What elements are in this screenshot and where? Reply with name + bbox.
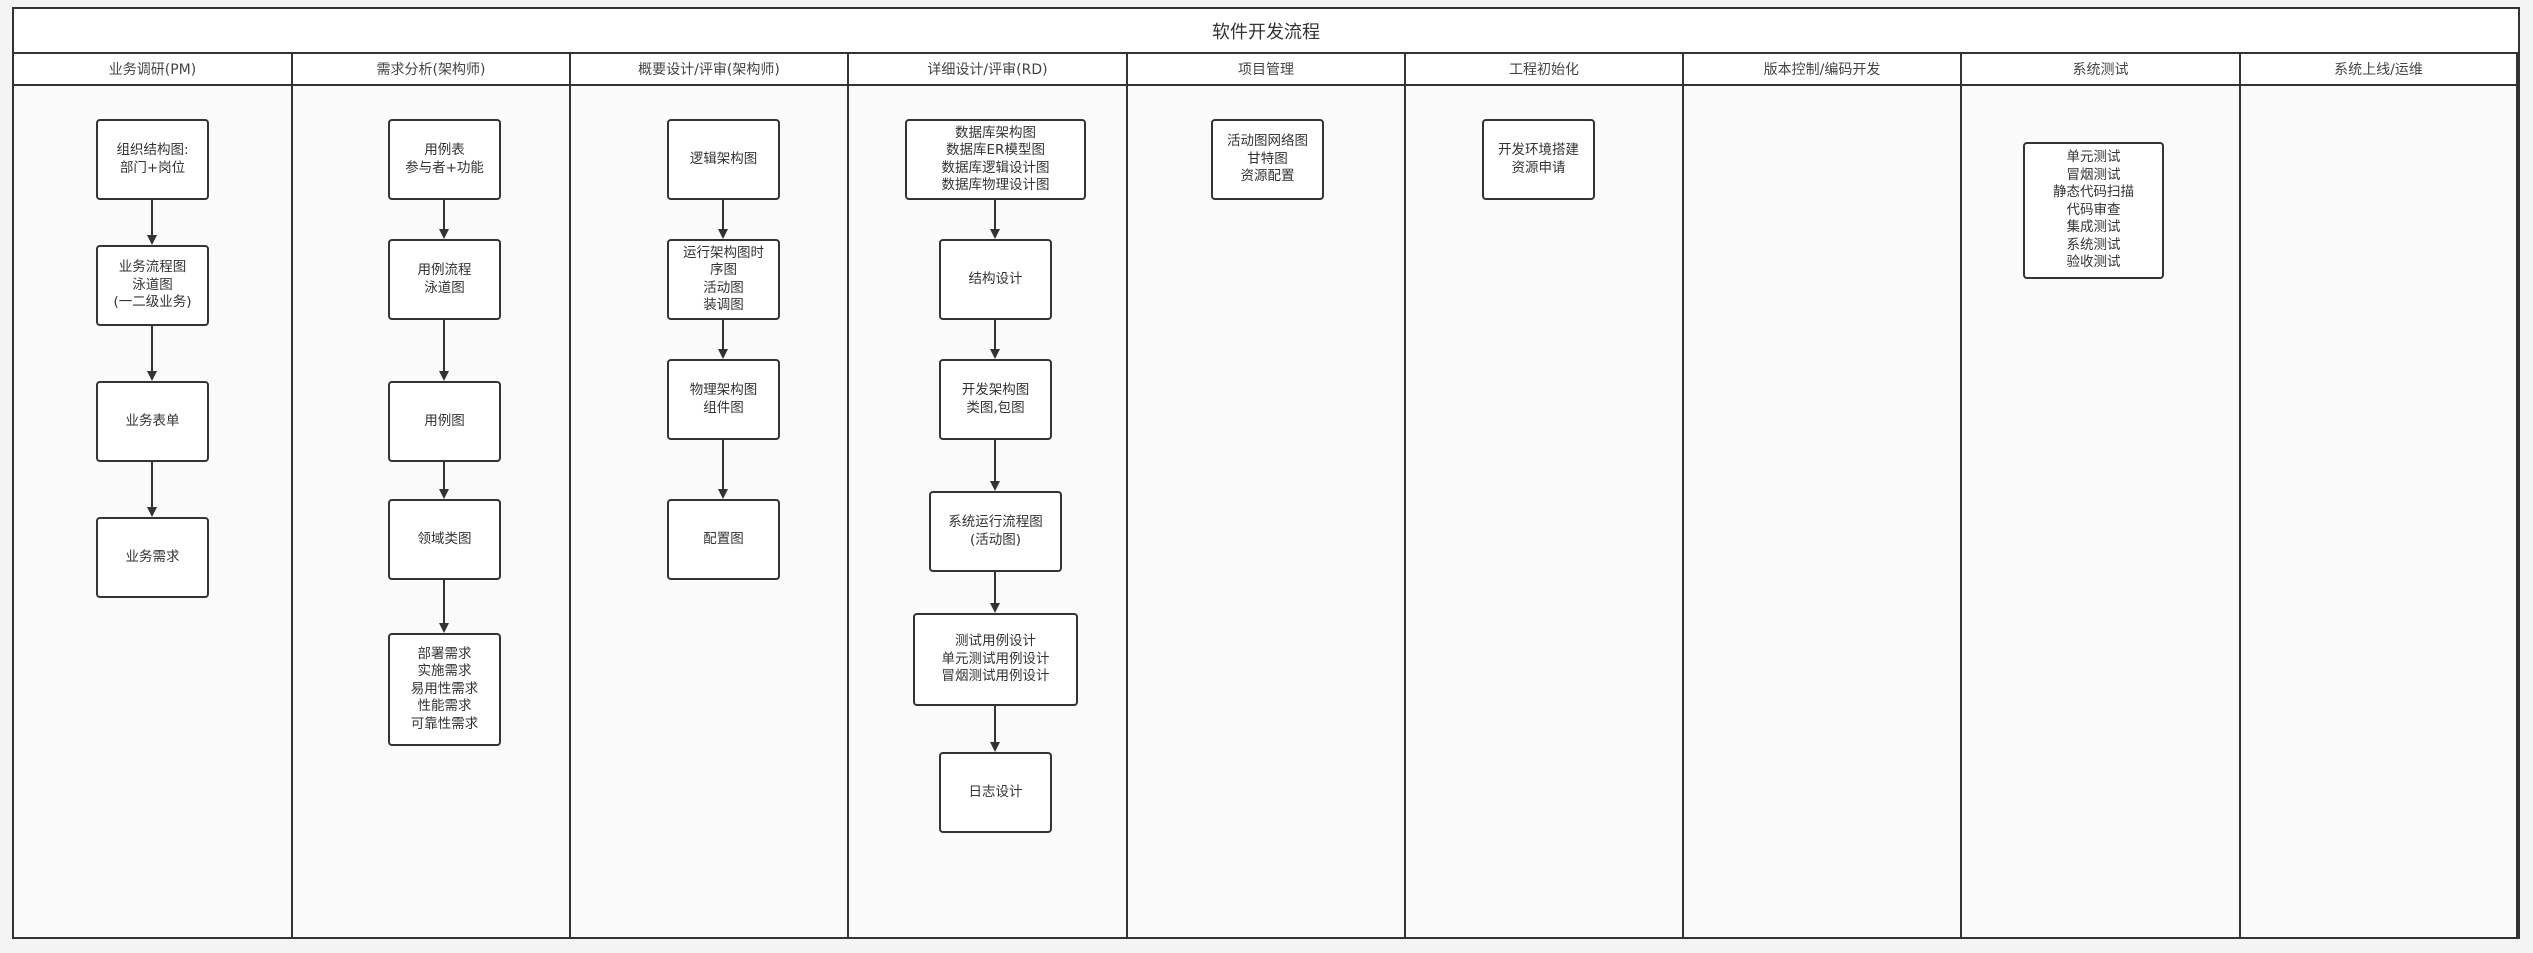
lane-high-level-design: 概要设计/评审(架构师) xyxy=(571,54,849,939)
lane-header: 系统上线/运维 xyxy=(2241,54,2516,86)
node-dev-architecture[interactable]: 开发架构图 类图,包图 xyxy=(939,359,1052,440)
node-use-case-diagram[interactable]: 用例图 xyxy=(388,381,501,462)
node-business-flow[interactable]: 业务流程图 泳道图 (一二级业务) xyxy=(96,245,209,326)
node-nonfunctional-requirements[interactable]: 部署需求 实施需求 易用性需求 性能需求 可靠性需求 xyxy=(388,633,501,746)
lane-system-testing: 系统测试 xyxy=(1962,54,2241,939)
node-domain-class-diagram[interactable]: 领域类图 xyxy=(388,499,501,580)
lane-header: 系统测试 xyxy=(1962,54,2239,86)
node-logging-design[interactable]: 日志设计 xyxy=(939,752,1052,833)
lane-header: 项目管理 xyxy=(1128,54,1404,86)
node-business-forms[interactable]: 业务表单 xyxy=(96,381,209,462)
node-use-case-flow[interactable]: 用例流程 泳道图 xyxy=(388,239,501,320)
node-use-case-table[interactable]: 用例表 参与者+功能 xyxy=(388,119,501,200)
lane-header: 详细设计/评审(RD) xyxy=(849,54,1126,86)
node-org-chart[interactable]: 组织结构图: 部门+岗位 xyxy=(96,119,209,200)
lane-business-research: 业务调研(PM) xyxy=(14,54,293,939)
lane-requirements-analysis: 需求分析(架构师) xyxy=(293,54,571,939)
lane-header: 工程初始化 xyxy=(1406,54,1682,86)
node-project-plan[interactable]: 活动图网络图 甘特图 资源配置 xyxy=(1211,119,1324,200)
node-business-requirements[interactable]: 业务需求 xyxy=(96,517,209,598)
lane-detailed-design: 详细设计/评审(RD) xyxy=(849,54,1128,939)
lane-header: 概要设计/评审(架构师) xyxy=(571,54,847,86)
lane-header: 需求分析(架构师) xyxy=(293,54,569,86)
node-physical-architecture[interactable]: 物理架构图 组件图 xyxy=(667,359,780,440)
lane-project-management: 项目管理 xyxy=(1128,54,1406,939)
node-database-design[interactable]: 数据库架构图 数据库ER模型图 数据库逻辑设计图 数据库物理设计图 xyxy=(905,119,1086,200)
node-config-diagram[interactable]: 配置图 xyxy=(667,499,780,580)
lane-release-ops: 系统上线/运维 xyxy=(2241,54,2518,939)
node-test-case-design[interactable]: 测试用例设计 单元测试用例设计 冒烟测试用例设计 xyxy=(913,613,1078,706)
node-runtime-architecture[interactable]: 运行架构图时 序图 活动图 装调图 xyxy=(667,239,780,320)
lane-version-control: 版本控制/编码开发 xyxy=(1684,54,1962,939)
swimlane-diagram: 软件开发流程 业务调研(PM) 需求分析(架构师) 概要设计/评审(架构师) 详… xyxy=(12,7,2520,939)
lane-header: 业务调研(PM) xyxy=(14,54,291,86)
node-logical-architecture[interactable]: 逻辑架构图 xyxy=(667,119,780,200)
diagram-title: 软件开发流程 xyxy=(14,9,2518,54)
lane-header: 版本控制/编码开发 xyxy=(1684,54,1960,86)
node-testing-list[interactable]: 单元测试 冒烟测试 静态代码扫描 代码审查 集成测试 系统测试 验收测试 xyxy=(2023,142,2164,279)
node-system-run-flow[interactable]: 系统运行流程图 (活动图) xyxy=(929,491,1062,572)
node-structure-design[interactable]: 结构设计 xyxy=(939,239,1052,320)
node-dev-environment[interactable]: 开发环境搭建 资源申请 xyxy=(1482,119,1595,200)
lane-project-init: 工程初始化 xyxy=(1406,54,1684,939)
